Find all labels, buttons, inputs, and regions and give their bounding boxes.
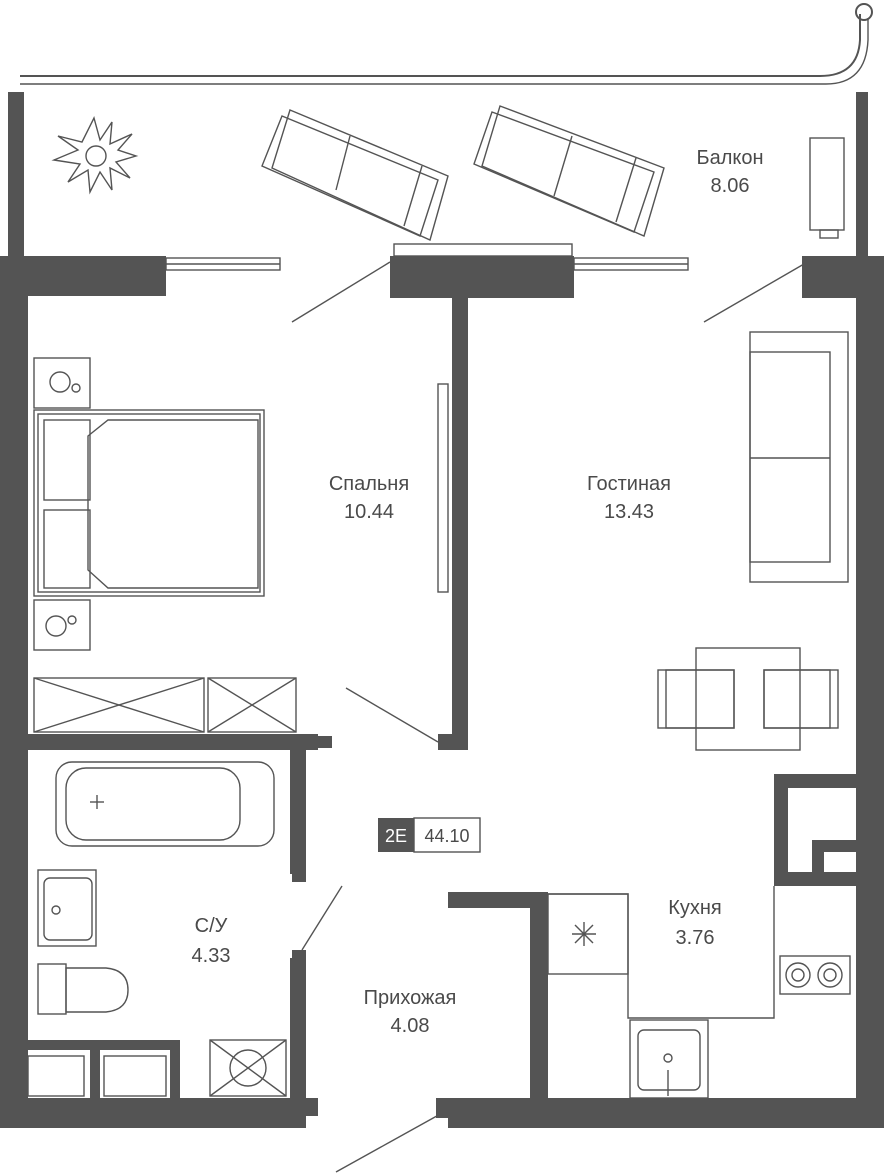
bathroom-area: 4.33 [192,945,231,967]
stove-icon [779,955,851,995]
plant-icon [51,116,139,195]
washing-machine [209,1039,287,1097]
balcony-area: 8.06 [711,175,750,197]
room-label-bedroom: Спальня 10.44 [329,473,409,523]
sliding-partition [437,383,449,593]
kitchen-counter [547,886,775,1019]
double-bed [33,409,265,597]
balcony-right-wall [856,92,868,260]
doors [291,261,805,1173]
hallway-area: 4.08 [391,1015,430,1037]
room-label-bathroom: С/У 4.33 [192,915,231,967]
apartment-badge: 2E 44.10 [378,817,481,853]
living-name: Гостиная [587,473,671,495]
apartment-type: 2E [385,826,407,846]
balcony-railing [20,3,873,85]
kitchen-name: Кухня [668,897,722,919]
room-label-balcony: Балкон 8.06 [696,147,763,197]
washbasin [37,869,97,947]
apartment-total-area: 44.10 [424,826,469,846]
kitchen-area: 3.76 [676,927,715,949]
balcony-name: Балкон [696,147,763,169]
windows [165,243,689,271]
outer-walls [0,256,884,1128]
balcony-cabinet [809,137,845,239]
living-area: 13.43 [604,501,654,523]
bedroom-name: Спальня [329,473,409,495]
toilet [37,963,129,1015]
sun-lounger-left [261,109,449,241]
dining-table [657,647,839,751]
sofa [749,331,849,583]
bedside-table-top [33,357,91,409]
sun-lounger-right [473,105,665,237]
room-label-hallway: Прихожая 4.08 [364,987,457,1037]
room-label-living: Гостиная 13.43 [587,473,671,523]
balcony-left-wall [8,92,24,260]
bathtub [55,761,275,847]
wardrobe [33,677,297,733]
bathroom-cabinets [27,1055,167,1097]
bedside-table-bottom [33,599,91,651]
room-label-kitchen: Кухня 3.76 [668,897,722,949]
bathroom-name: С/У [195,915,228,937]
interior-walls [0,298,884,1128]
kitchen-sink [629,1019,709,1099]
bedroom-area: 10.44 [344,501,394,523]
hallway-name: Прихожая [364,987,457,1009]
